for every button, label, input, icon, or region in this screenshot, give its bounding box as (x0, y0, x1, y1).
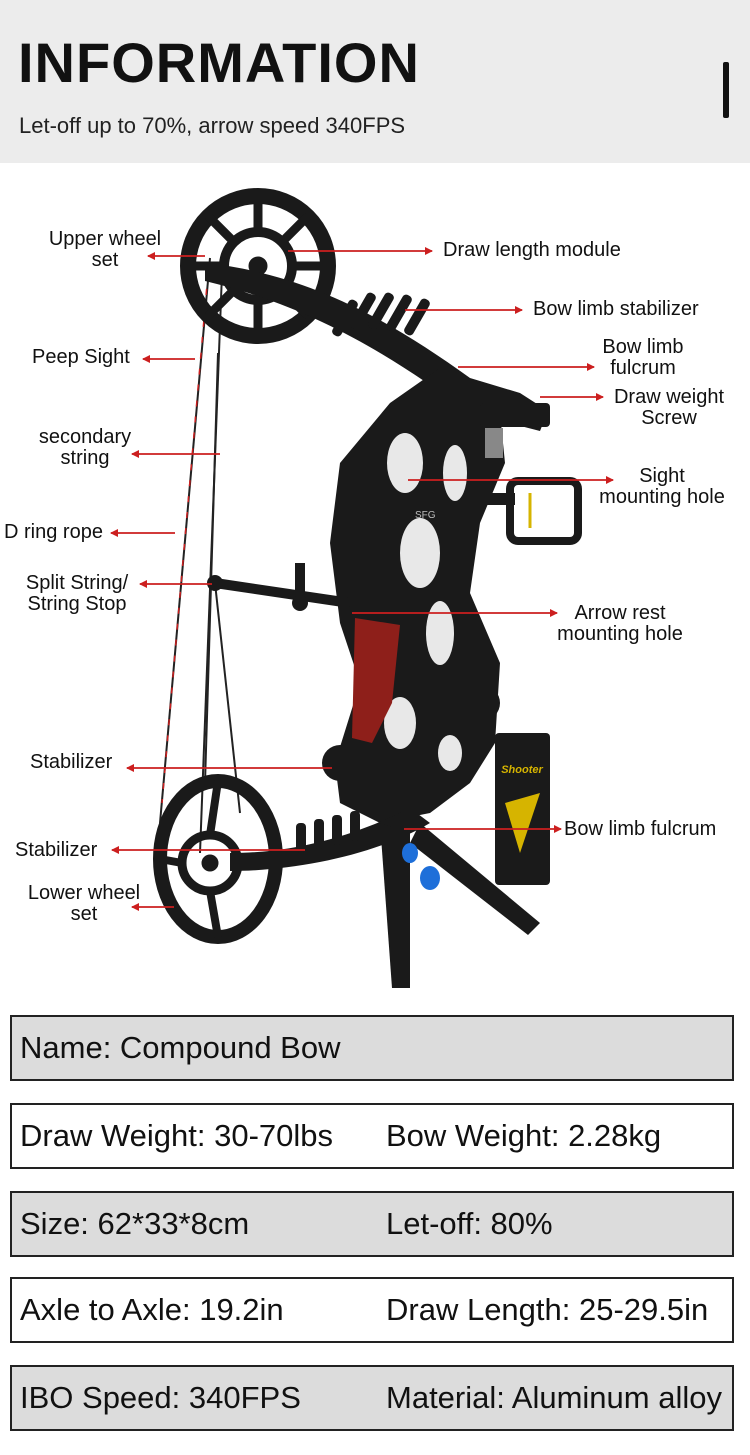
spec-ibo-speed: IBO Speed: 340FPS (20, 1380, 301, 1415)
brand-mark: SFG (415, 510, 436, 521)
spec-axle-to-axle: Axle to Axle: 19.2in (20, 1292, 284, 1327)
label-stabilizer-mid: Stabilizer (30, 751, 113, 773)
sight (470, 477, 582, 545)
upper-limb-dampener (332, 292, 430, 337)
lower-limb-dampener (296, 811, 360, 853)
spec-row-name: Name: Compound Bow (10, 1015, 734, 1081)
spec-row-weight: Draw Weight: 30-70lbs Bow Weight: 2.28kg (10, 1103, 734, 1169)
bow-diagram: Shooter SFG Upper wheel set Draw length … (0, 163, 750, 1008)
page-title: INFORMATION (18, 31, 420, 94)
shooter-tag-text: Shooter (501, 764, 543, 776)
label-d-ring-rope: D ring rope (4, 521, 103, 543)
label-arrow-rest: Arrow rest mounting hole (557, 602, 683, 645)
header-accent-bar (723, 62, 729, 118)
spec-bow-weight: Bow Weight: 2.28kg (386, 1118, 662, 1153)
spec-let-off: Let-off: 80% (386, 1206, 553, 1241)
spec-draw-length: Draw Length: 25-29.5in (386, 1292, 709, 1327)
spec-size: Size: 62*33*8cm (20, 1206, 250, 1241)
label-split-string: Split String/ String Stop (25, 572, 129, 615)
spec-material: Material: Aluminum alloy (386, 1380, 722, 1415)
lower-limb (230, 808, 430, 871)
riser (330, 368, 505, 823)
spec-row-size: Size: 62*33*8cm Let-off: 80% (10, 1191, 734, 1257)
bow-stand (380, 823, 540, 988)
grip (352, 618, 400, 743)
bow-illustration: Shooter SFG (110, 188, 614, 988)
label-secondary-string: secondary string (38, 426, 132, 469)
spec-draw-weight: Draw Weight: 30-70lbs (20, 1118, 334, 1153)
label-upper-wheel: Upper wheel set (48, 228, 162, 271)
label-peep-sight: Peep Sight (32, 346, 130, 368)
label-draw-length-module: Draw length module (443, 239, 621, 261)
label-bow-limb-fulcrum-bottom: Bow limb fulcrum (564, 818, 717, 840)
label-sight-mounting-hole: Sight mounting hole (599, 465, 725, 508)
spec-row-axle: Axle to Axle: 19.2in Draw Length: 25-29.… (10, 1277, 734, 1343)
spec-row-speed: IBO Speed: 340FPS Material: Aluminum all… (10, 1365, 734, 1431)
shooter-tag: Shooter (495, 733, 550, 885)
page-subtitle: Let-off up to 70%, arrow speed 340FPS (19, 113, 406, 138)
mid-stabilizer (322, 745, 358, 781)
bow-strings (159, 257, 241, 854)
label-lower-wheel: Lower wheel set (27, 882, 141, 925)
header-banner: INFORMATION Let-off up to 70%, arrow spe… (0, 0, 750, 163)
label-bow-limb-fulcrum-top: Bow limb fulcrum (602, 336, 684, 379)
spec-name: Name: Compound Bow (20, 1030, 341, 1065)
label-draw-weight-screw: Draw weight Screw (613, 386, 725, 429)
label-stabilizer-low: Stabilizer (15, 839, 98, 861)
label-bow-limb-stabilizer: Bow limb stabilizer (533, 298, 699, 320)
draw-weight-screw-housing (480, 403, 550, 427)
string-stop (214, 563, 351, 608)
label-arrows (110, 247, 614, 911)
